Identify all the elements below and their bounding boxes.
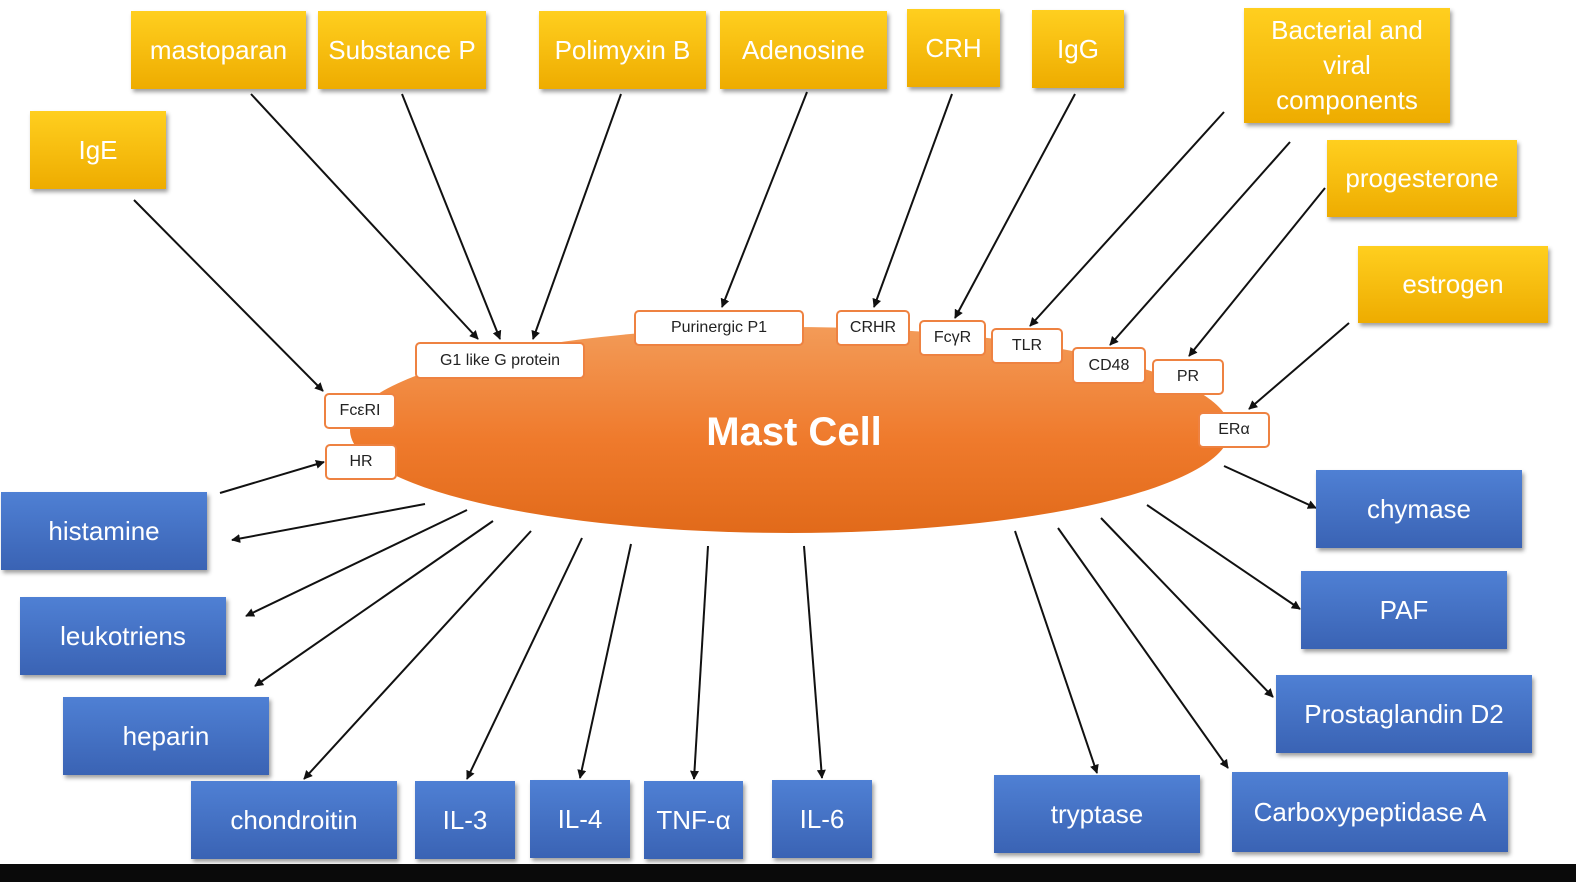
mediator-chondroitin: chondroitin — [191, 781, 397, 859]
mediator-paf: PAF — [1301, 571, 1507, 649]
arrow-mast-cell-to-leukotriens — [245, 509, 468, 617]
stimulus-estrogen: estrogen — [1358, 246, 1548, 323]
arrow-mastoparan-to-g1-like-g-protein — [250, 93, 479, 340]
stimulus-igg: IgG — [1032, 10, 1124, 88]
stimulus-polimyxin-b: Polimyxin B — [539, 11, 706, 89]
receptor-hr: HR — [325, 444, 397, 480]
arrow-ige-to-fceri — [133, 199, 324, 392]
receptor-tlr: TLR — [991, 328, 1063, 364]
arrow-substance-p-to-g1-like-g-protein — [401, 93, 502, 340]
mediator-prostaglandin-d2: Prostaglandin D2 — [1276, 675, 1532, 753]
arrow-mast-cell-to-il-4 — [577, 543, 632, 779]
mediator-carboxypeptidase-a: Carboxypeptidase A — [1232, 772, 1508, 852]
receptor-purinergic-p1: Purinergic P1 — [634, 310, 804, 346]
arrow-polimyxin-b-to-g1-like-g-protein — [531, 93, 622, 340]
mediator-histamine: histamine — [1, 492, 207, 570]
arrow-mast-cell-to-heparin — [254, 520, 494, 687]
stimulus-substance-p: Substance P — [318, 11, 486, 89]
mediator-chymase: chymase — [1316, 470, 1522, 548]
arrow-mast-cell-to-il-3 — [466, 537, 583, 780]
arrow-histamine-to-hr — [219, 460, 325, 494]
mediator-leukotriens: leukotriens — [20, 597, 226, 675]
arrow-crh-to-crhr — [872, 93, 953, 308]
receptor-g1-like-g-protein: G1 like G protein — [415, 342, 585, 379]
arrow-adenosine-to-purinergic-p1 — [720, 91, 808, 308]
mediator-il-4: IL-4 — [530, 780, 630, 858]
arrow-progesterone-to-pr — [1188, 187, 1326, 357]
arrow-bacterial-viral-to-cd48 — [1109, 141, 1291, 346]
stimulus-ige: IgE — [30, 111, 166, 189]
receptor-crhr: CRHR — [836, 310, 910, 346]
stimulus-progesterone: progesterone — [1327, 140, 1517, 217]
arrow-mast-cell-to-il-6 — [803, 545, 826, 779]
bottom-band — [0, 864, 1576, 882]
stimulus-crh: CRH — [907, 9, 1000, 87]
mast-cell-label: Mast Cell — [706, 409, 882, 454]
arrow-mast-cell-to-chondroitin — [303, 530, 532, 780]
mediator-il-6: IL-6 — [772, 780, 872, 858]
receptor-fceri: FcεRI — [324, 393, 396, 429]
receptor-pr: PR — [1152, 359, 1224, 395]
arrow-estrogen-to-era — [1248, 322, 1350, 410]
stimulus-adenosine: Adenosine — [720, 11, 887, 89]
stimulus-mastoparan: mastoparan — [131, 11, 306, 89]
arrow-mast-cell-to-carboxypeptidase-a — [1057, 527, 1229, 769]
arrow-mast-cell-to-prostaglandin-d2 — [1100, 517, 1274, 698]
arrow-layer — [133, 91, 1350, 780]
mediator-tnf-alpha: TNF-α — [644, 781, 743, 859]
mediator-heparin: heparin — [63, 697, 269, 775]
mediator-il-3: IL-3 — [415, 781, 515, 859]
receptor-fcgr: FcγR — [919, 320, 986, 356]
stimulus-bacterial-viral-components: Bacterial and viral components — [1244, 8, 1450, 123]
arrow-mast-cell-to-histamine — [231, 503, 426, 543]
arrow-mast-cell-to-chymase — [1223, 465, 1317, 509]
arrow-mast-cell-to-paf — [1146, 504, 1301, 610]
arrow-bacterial-viral-to-tlr — [1029, 111, 1225, 327]
mediator-tryptase: tryptase — [994, 775, 1200, 853]
arrow-mast-cell-to-tryptase — [1014, 530, 1099, 774]
arrow-igg-to-fcgr — [954, 93, 1076, 319]
receptor-cd48: CD48 — [1072, 347, 1146, 384]
arrow-mast-cell-to-tnf-a — [689, 545, 709, 780]
receptor-era: ERα — [1198, 412, 1270, 448]
